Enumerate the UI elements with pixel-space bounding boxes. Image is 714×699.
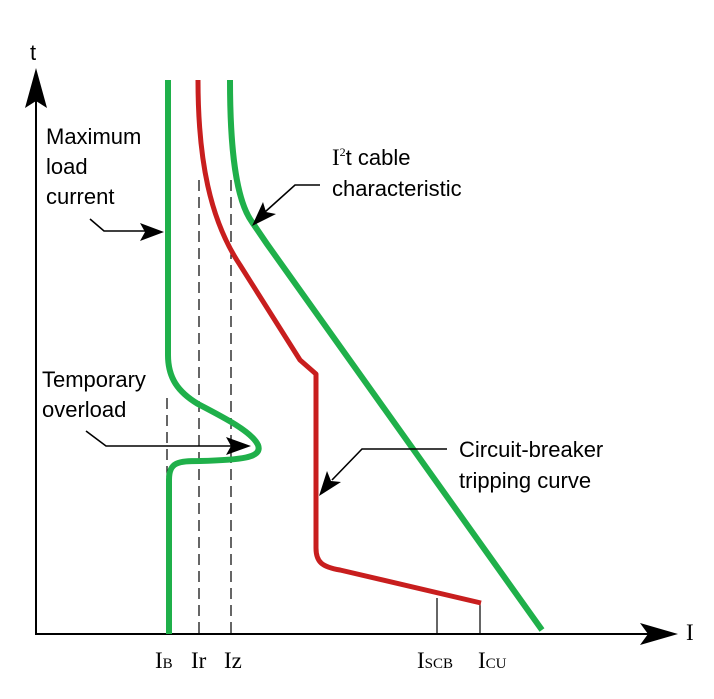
cable-char-superscript: 2	[340, 145, 346, 159]
temp-overload-label-line2: overload	[42, 397, 126, 422]
temp-overload-label-line1: Temporary	[42, 367, 146, 392]
y-axis-label: t	[30, 40, 36, 65]
cable-char-label-line2: characteristic	[332, 176, 462, 201]
x-axis-label: I	[686, 620, 694, 645]
cable-char-label-line1: I2t cable	[332, 145, 411, 170]
temp-overload-arrowhead	[226, 437, 251, 455]
max-load-arrowhead	[140, 223, 164, 241]
iscb-tick-sub: SCB	[425, 656, 453, 672]
breaker-label-line1: Circuit-breaker	[459, 437, 603, 462]
ib-tick-main: I	[155, 648, 163, 673]
max-load-label-line2: load	[46, 154, 88, 179]
cable-char-arrowhead	[252, 202, 276, 226]
ib-tick-sub: B	[163, 656, 173, 672]
max-load-label-line3: current	[46, 184, 114, 209]
max-load-leader	[89, 218, 150, 232]
breaker-tripping-curve	[195, 79, 482, 606]
max-load-label-line1: Maximum	[46, 124, 141, 149]
icu-tick-label: ICU	[478, 648, 507, 673]
ir-tick-label: Ir	[191, 648, 207, 673]
breaker-label-line2: tripping curve	[459, 468, 591, 493]
icu-tick-main: I	[478, 648, 486, 673]
iscb-tick-label: ISCB	[417, 648, 453, 673]
x-axis-arrowhead	[640, 623, 678, 645]
cable-char-suffix: t cable	[346, 145, 411, 170]
y-axis-arrowhead	[25, 68, 47, 108]
iscb-tick-main: I	[417, 648, 425, 673]
cable-char-leader	[264, 184, 320, 213]
temp-overload-leader	[85, 430, 232, 447]
iz-tick-label: Iz	[224, 648, 242, 673]
cable-char-prefix: I	[332, 145, 340, 170]
load-current-curve	[165, 80, 262, 634]
icu-tick-sub: CU	[486, 656, 507, 672]
ib-tick-label: IB	[155, 648, 173, 673]
cable-characteristic-curve	[227, 79, 545, 632]
breaker-arrowhead	[319, 471, 341, 496]
breaker-leader	[331, 448, 447, 481]
